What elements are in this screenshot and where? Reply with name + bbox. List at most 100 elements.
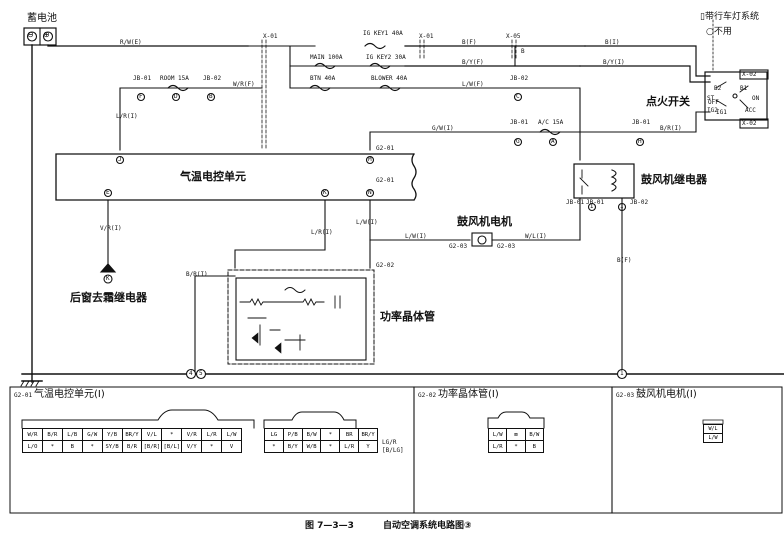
ecu-pin-k [320, 188, 330, 198]
ecu-g1-cell: G/W [81, 428, 103, 441]
power-transistor-label: 功率晶体管 [380, 310, 435, 323]
bottom-panel-frame [9, 386, 783, 514]
ecu-g2-cell: BR/Y [358, 428, 378, 441]
wire-rw-e: R/W(E) [120, 39, 142, 46]
ecu-g1-cell: * [81, 440, 103, 453]
wire-b-i [584, 45, 711, 77]
ecu-g2-cell: W/B [301, 440, 322, 453]
ecu-g1-cell: V/Y [181, 440, 203, 453]
wire-br-i-label: B/R(I) [660, 125, 682, 132]
ecu-note-2: [B/LG] [382, 447, 404, 454]
fuse-ac-symbol [539, 128, 561, 136]
ignition-conn-bottom-label: X-02 [742, 120, 757, 127]
pin-c: C [516, 93, 520, 100]
battery-neg-label: ⊖ [27, 30, 34, 39]
pin-d-marker [171, 92, 181, 102]
ignition-conn-bottom [739, 118, 769, 129]
pin-f-marker [136, 92, 146, 102]
battery-label: 蓄电池 [27, 13, 57, 24]
wire-b-label: B [521, 48, 525, 55]
tail-light-line2: ○不用 [706, 27, 732, 37]
figure-number: 图 7—3—3 [305, 521, 354, 531]
ecu-pin-n [365, 188, 375, 198]
ign-pin-st: ST [707, 95, 715, 102]
ecu-label: 气温电控单元 [180, 170, 246, 183]
ecu-g2-cell: B/Y [282, 440, 303, 453]
pin-g: G [516, 138, 520, 145]
wire-wr-f [119, 87, 263, 151]
tr-cell: * [506, 440, 526, 453]
fuse-ac: A/C 15A [538, 119, 564, 126]
ign-pin-acc: ACC [745, 107, 756, 114]
conn-jb02b: JB-02 [510, 75, 529, 82]
ground-node-4 [185, 368, 197, 380]
conn-jb02a: JB-02 [203, 75, 222, 82]
motor-cell: W/L [703, 424, 723, 434]
ecu-g1-cell: * [41, 440, 63, 453]
power-transistor-inner [235, 277, 367, 361]
fuse-ig-key1-symbol [364, 42, 386, 50]
ecu-box [55, 153, 417, 201]
pin-i1: I [590, 203, 594, 210]
pin-c-marker [513, 92, 523, 102]
motor-panel-title: 鼓风机电机(I) [636, 389, 697, 400]
harness-dashes [261, 39, 517, 151]
ecu-pin-m [365, 155, 375, 165]
fuse-room-symbol [167, 84, 189, 92]
wire-lr-i [234, 199, 326, 269]
wire-br-i [639, 111, 711, 133]
ecu-g1-cell: B [61, 440, 83, 453]
fuse-main-symbol [314, 62, 336, 70]
ecu-g1-cell: B/R [41, 428, 63, 441]
conn-x01a: X-01 [263, 33, 278, 40]
fuse-blower-symbol [379, 84, 401, 92]
ecu-panel-title: 气温电控单元(I) [34, 389, 105, 400]
fuse-ig-key2-symbol [369, 62, 391, 70]
wire-br-i2-label: B/R(I) [186, 271, 208, 278]
conn-g203b: G2-03 [497, 243, 516, 250]
ignition-switch-label: 点火开关 [646, 95, 690, 108]
transistor-resistors [239, 295, 341, 309]
conn-jb01a: JB-01 [133, 75, 152, 82]
pin-b-marker [206, 92, 216, 102]
wire-gw-i [369, 131, 641, 151]
fuse-blower: BLOWER 40A [371, 75, 408, 82]
fuse-main: MAIN 100A [310, 54, 343, 61]
blower-relay-coil [610, 169, 617, 192]
transistor-connector-grid: L/W⊠B/W L/R*B [487, 428, 545, 453]
ecu-g1-cell: L/W [221, 428, 242, 441]
ecu-g1-cell: B/R [121, 440, 143, 453]
wire-by-i-label: B/Y(I) [603, 59, 625, 66]
wire-lr-i-label: L/R(I) [116, 113, 138, 120]
chassis-ground-hatch [20, 380, 40, 387]
ecu-g1-cell: BR/Y [121, 428, 143, 441]
ignition-conn-top-label: X-02 [742, 71, 757, 78]
conn-x01b: X-01 [419, 33, 434, 40]
ecu-g1-cell: * [201, 440, 223, 453]
ecu-g1-cell: L/O [22, 440, 43, 453]
pin-j: J [118, 156, 122, 163]
motor-connector-housing [702, 419, 724, 425]
ign-pin-ig2: IG2 [707, 107, 718, 114]
ecu-g1-cell: [B/L] [161, 440, 183, 453]
ground-node-1-label: 1 [620, 370, 624, 377]
pin-g-marker [513, 137, 523, 147]
conn-x05: X-05 [506, 33, 521, 40]
transistor-circuit [247, 317, 306, 351]
conn-jb01b: JB-01 [510, 119, 529, 126]
ecu-g1-cell: V/L [141, 428, 163, 441]
ecu-g1-cell: V/R [181, 428, 203, 441]
pin-h: H [638, 138, 642, 145]
tr-cell: L/W [487, 428, 508, 441]
fuse-btn: BTN 40A [310, 75, 336, 82]
battery-pos-terminal [42, 31, 54, 42]
transistor-fuse [284, 287, 306, 293]
wire-vr-i-label: V/R(I) [100, 225, 122, 232]
ecu-g2-cell: * [320, 440, 341, 453]
pin-a: A [551, 138, 555, 145]
ignition-conn-top [739, 69, 769, 80]
fuse-btn-symbol [309, 84, 331, 92]
